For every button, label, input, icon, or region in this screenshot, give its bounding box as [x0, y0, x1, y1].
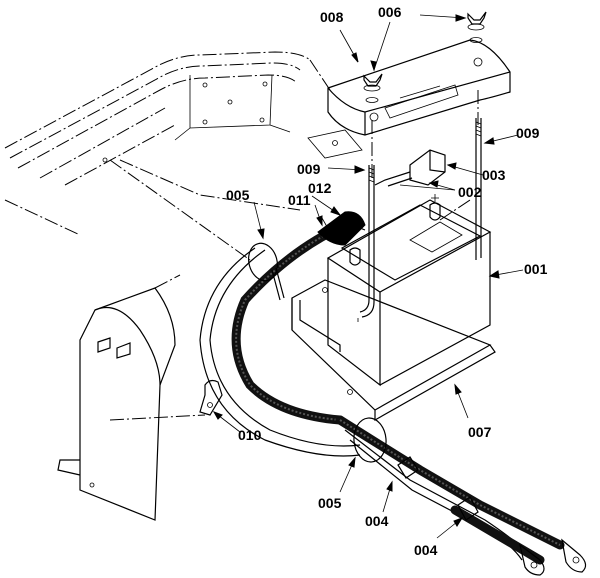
battery: [326, 194, 492, 387]
callout-003: 003: [482, 167, 506, 183]
callout-007: 007: [468, 424, 492, 440]
battery-cover: [327, 39, 511, 178]
cable-clamp-lower: [353, 417, 387, 463]
leader-lines: [212, 14, 524, 539]
callout-011: 011: [288, 192, 311, 208]
callout-009-right: 009: [516, 125, 540, 141]
chassis-frame: [4, 51, 471, 421]
cable-lug-left: [519, 543, 545, 576]
wing-nut-left: [363, 73, 383, 103]
battery-cables: [231, 220, 565, 565]
callout-005-lower: 005: [318, 495, 342, 511]
callout-004-right: 004: [414, 542, 438, 558]
callout-012: 012: [308, 180, 332, 196]
terminal-boot: [317, 211, 366, 246]
battery-tray: [291, 279, 496, 422]
side-panel: [57, 274, 181, 521]
cable-connector: [374, 149, 446, 187]
wing-nut-right: [467, 11, 487, 43]
callout-006: 006: [378, 4, 402, 20]
callout-002: 002: [458, 184, 482, 200]
loom-tube: [199, 247, 361, 457]
callout-008: 008: [320, 9, 344, 25]
hold-down-rod-right: [475, 118, 482, 260]
callout-004-left: 004: [365, 513, 389, 529]
cable-lug-right: [561, 538, 587, 573]
cable-sleeves: [397, 456, 479, 521]
callout-010: 010: [238, 427, 262, 443]
callout-005-upper: 005: [226, 187, 250, 203]
cable-clamp-upper: [248, 242, 285, 301]
callout-001: 001: [524, 261, 548, 277]
hold-down-rod-left: [359, 165, 375, 318]
callout-009-left: 009: [297, 161, 321, 177]
cable-clip: [199, 379, 223, 416]
